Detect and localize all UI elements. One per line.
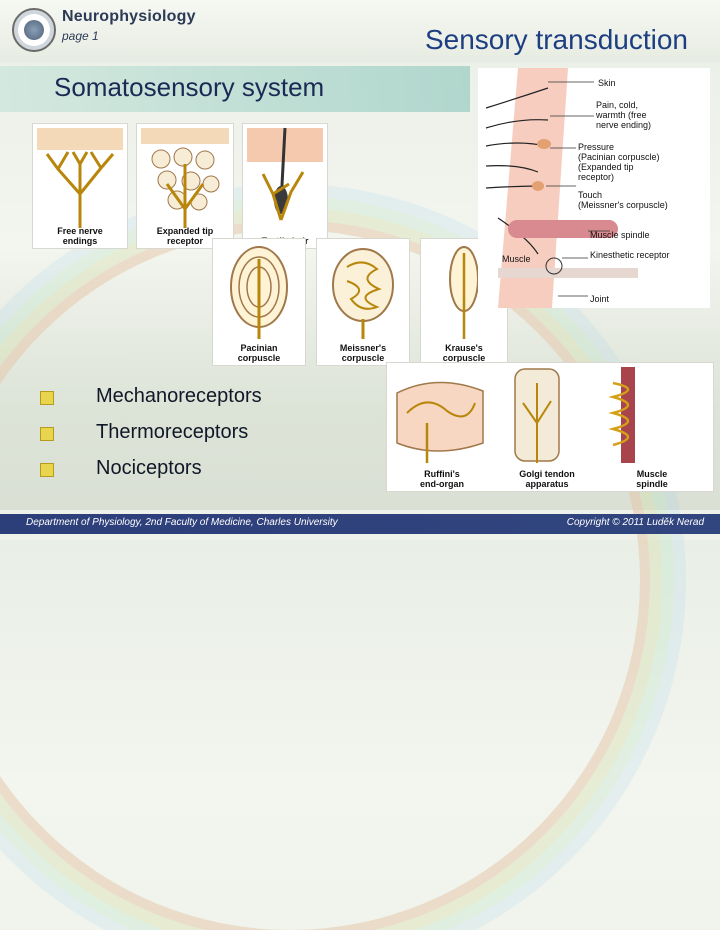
- university-logo-icon: [12, 8, 56, 52]
- footer-copyright: Copyright © 2011 Luděk Nerad: [566, 517, 704, 528]
- caption-pacinian: Pacinian corpuscle: [237, 343, 281, 363]
- bullet-icon: [40, 391, 54, 405]
- slide-footer: Department of Physiology, 2nd Faculty of…: [0, 514, 720, 534]
- label-joint: Joint: [590, 294, 610, 304]
- bullet-text-thermoreceptors: Thermoreceptors: [96, 421, 249, 443]
- label-muscle-spindle: Muscle spindle: [590, 230, 650, 240]
- label-muscle: Muscle: [502, 254, 531, 264]
- skin-receptor-diagram: Skin Pain, cold, warmth (free nerve endi…: [478, 68, 710, 308]
- tactile-hair-icon: [247, 127, 323, 221]
- caption-krauses: Krause's corpuscle: [442, 343, 486, 363]
- pacinian-corpuscle-icon: [230, 246, 288, 339]
- tactile-hair-figure: Tactile hair: [242, 123, 328, 249]
- bullet-icon: [40, 427, 54, 441]
- label-kinesthetic-receptor: Kinesthetic receptor: [590, 250, 670, 260]
- pacinian-corpuscle-figure: Pacinian corpuscle: [212, 238, 306, 366]
- bullet-text-mechanoreceptors: Mechanoreceptors: [96, 385, 262, 407]
- label-skin: Skin: [598, 78, 616, 88]
- free-nerve-endings-figure: Free nerve endings: [32, 123, 128, 249]
- label-pain-cold-warmth: Pain, cold, warmth (free nerve ending): [596, 100, 652, 130]
- label-pressure: Pressure (Pacinian corpuscle) (Expanded …: [578, 142, 660, 182]
- course-name: Neurophysiology: [62, 8, 196, 25]
- section-title: Somatosensory system: [54, 72, 325, 102]
- caption-meissners: Meissner's corpuscle: [339, 343, 387, 363]
- meissners-corpuscle-icon: [332, 248, 394, 339]
- footer-department: Department of Physiology, 2nd Faculty of…: [26, 517, 338, 528]
- caption-golgi: Golgi tendon apparatus: [519, 469, 575, 489]
- caption-ruffini: Ruffini's end-organ: [420, 469, 464, 489]
- page-number: page 1: [62, 29, 99, 43]
- section-band: [0, 66, 470, 112]
- label-touch: Touch (Meissner's corpuscle): [578, 190, 668, 210]
- caption-muscle-spindle: Muscle spindle: [636, 469, 668, 489]
- bullet-text-nociceptors: Nociceptors: [96, 457, 202, 479]
- slide-title: Sensory transduction: [424, 24, 688, 55]
- expanded-tip-receptor-icon: [141, 128, 229, 228]
- slide-header: Neurophysiology page 1 Sensory transduct…: [0, 0, 720, 62]
- skin-diagram-illustration: [485, 68, 638, 308]
- caption-expanded-tip: Expanded tip receptor: [156, 226, 214, 246]
- meissners-corpuscle-figure: Meissner's corpuscle: [316, 238, 410, 366]
- caption-free-nerve-endings: Free nerve endings: [57, 226, 103, 246]
- ruffini-golgi-spindle-illustration: [396, 367, 635, 463]
- bottom-receptor-panel: Ruffini's end-organ Golgi tendon apparat…: [386, 362, 714, 492]
- free-nerve-endings-icon: [37, 128, 123, 228]
- expanded-tip-receptor-figure: Expanded tip receptor: [136, 123, 234, 249]
- bullet-icon: [40, 463, 54, 477]
